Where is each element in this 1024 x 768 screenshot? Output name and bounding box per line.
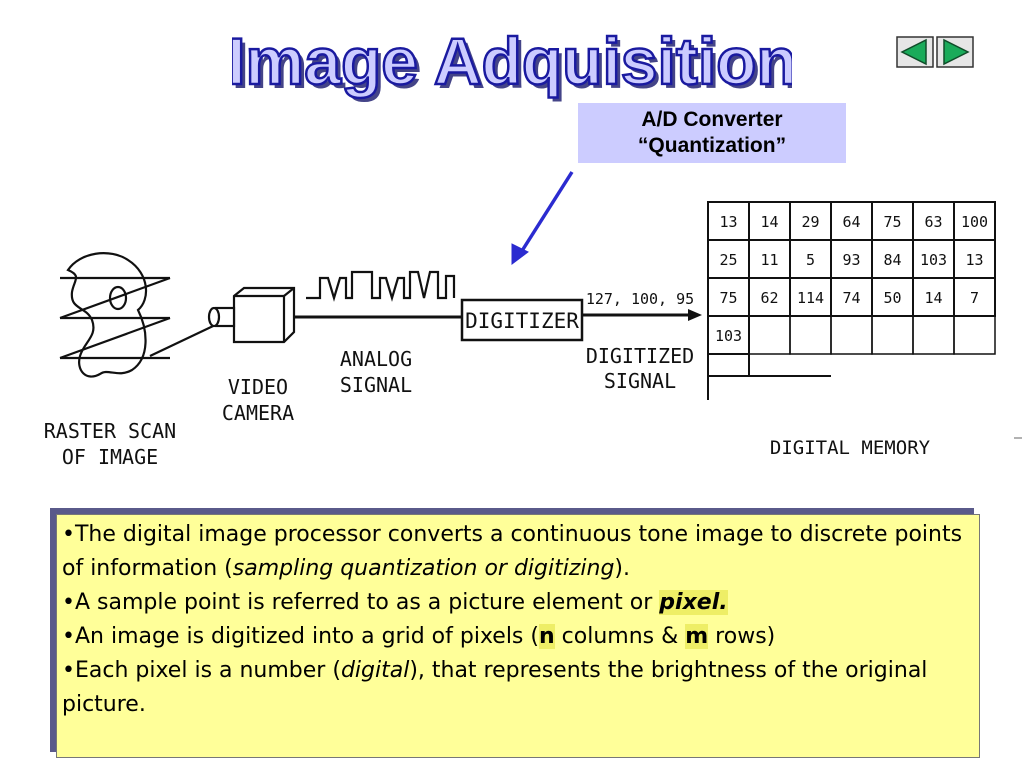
digitized-arrow-head [688, 309, 702, 321]
digitized-label-2: SIGNAL [604, 369, 676, 393]
memory-cell-value: 63 [924, 213, 942, 231]
memory-cell [871, 315, 914, 355]
digitizer-label: DIGITIZER [465, 309, 579, 333]
digital-memory-grid: 13 14 29 64 75 63 100 25 11 5 93 84 103 13 75 62 114 74 50… [707, 201, 996, 400]
m-term: m [685, 624, 709, 649]
memory-cell-value: 103 [920, 251, 947, 269]
digitized-label-1: DIGITIZED [586, 344, 694, 368]
memory-cell-value: 93 [842, 251, 860, 269]
memory-cell-value: 7 [970, 289, 979, 307]
memory-cell-value: 75 [883, 213, 901, 231]
camera-label-2: CAMERA [222, 401, 294, 425]
memory-label: DIGITAL MEMORY [770, 437, 931, 459]
memory-cell-value: 14 [760, 213, 778, 231]
memory-cell [748, 315, 791, 355]
memory-cell-value: 29 [801, 213, 819, 231]
memory-cell-value: 14 [924, 289, 942, 307]
memory-cell-value: 64 [842, 213, 860, 231]
analog-waveform [306, 270, 456, 302]
memory-cell-value: 11 [760, 251, 778, 269]
digitizer-box [460, 298, 584, 342]
memory-cell [789, 315, 832, 355]
bullet-1-end: ). [614, 556, 630, 581]
page-title-text: Image Adquisition [232, 24, 792, 98]
raster-label-2: OF IMAGE [62, 445, 158, 469]
analog-label-2: SIGNAL [340, 373, 412, 397]
callout-arrow [511, 171, 574, 265]
bullet-3-text: •An image is digitized into a grid of pi… [62, 624, 539, 649]
memory-cell [953, 315, 996, 355]
bullet-4-emphasis: digital [340, 658, 410, 683]
ad-converter-callout: A/D Converter “Quantization” [578, 103, 846, 163]
bullet-2-text: •A sample point is referred to as a pict… [62, 590, 660, 615]
memory-cell-value: 114 [797, 289, 824, 307]
bullet-4: •Each pixel is a number (digital), that … [62, 654, 974, 722]
memory-cell-value: 62 [760, 289, 778, 307]
text-box [56, 514, 980, 758]
memory-cell [912, 315, 955, 355]
bullet-3-mid: columns & [554, 624, 686, 649]
bullet-1-emphasis: sampling quantization or digitizing [232, 556, 615, 581]
quantization-label: “Quantization” [637, 134, 787, 157]
triangle-right-icon[interactable] [936, 36, 974, 68]
camera-label-1: VIDEO [228, 375, 288, 399]
video-camera-icon [207, 286, 296, 344]
memory-cell-value: 75 [719, 289, 737, 307]
memory-cell-value: 103 [715, 327, 742, 345]
bullet-1: •The digital image processor converts a … [62, 518, 974, 586]
bullet-4-text: •Each pixel is a number ( [62, 658, 341, 683]
analog-label-1: ANALOG [340, 347, 412, 371]
bullet-list: •The digital image processor converts a … [62, 518, 974, 722]
memory-cell [830, 315, 873, 355]
n-term: n [538, 624, 555, 649]
memory-cell-value: 5 [806, 251, 815, 269]
stream-values: 127, 100, 95 [586, 290, 694, 308]
bullet-3: •An image is digitized into a grid of pi… [62, 620, 974, 654]
memory-cell-value: 13 [719, 213, 737, 231]
bullet-1-text: •The digital image processor converts a … [62, 522, 963, 581]
page-title: Image Adquisition Image Adquisition [232, 23, 792, 102]
acquisition-diagram: RASTER SCAN OF IMAGE VIDEO CAMERA ANALOG… [44, 171, 1022, 469]
page-title-shadow: Image Adquisition [232, 28, 792, 102]
ad-converter-label: A/D Converter [641, 108, 783, 131]
memory-cell-value: 25 [719, 251, 737, 269]
raster-label-1: RASTER SCAN [44, 419, 176, 443]
bullet-3-end: rows) [708, 624, 776, 649]
raster-scan-sketch [59, 252, 231, 378]
bullet-2: •A sample point is referred to as a pict… [62, 586, 974, 620]
pixel-term: pixel. [659, 590, 728, 615]
bullet-4-end: ), that represents the brightness of the… [62, 658, 928, 717]
memory-cell-value: 13 [965, 251, 983, 269]
triangle-left-icon[interactable] [896, 36, 934, 68]
slide-navigation [896, 36, 974, 68]
memory-cell-value: 74 [842, 289, 860, 307]
memory-cell-value: 84 [883, 251, 901, 269]
memory-cell-value: 50 [883, 289, 901, 307]
memory-cell-value: 100 [961, 213, 988, 231]
